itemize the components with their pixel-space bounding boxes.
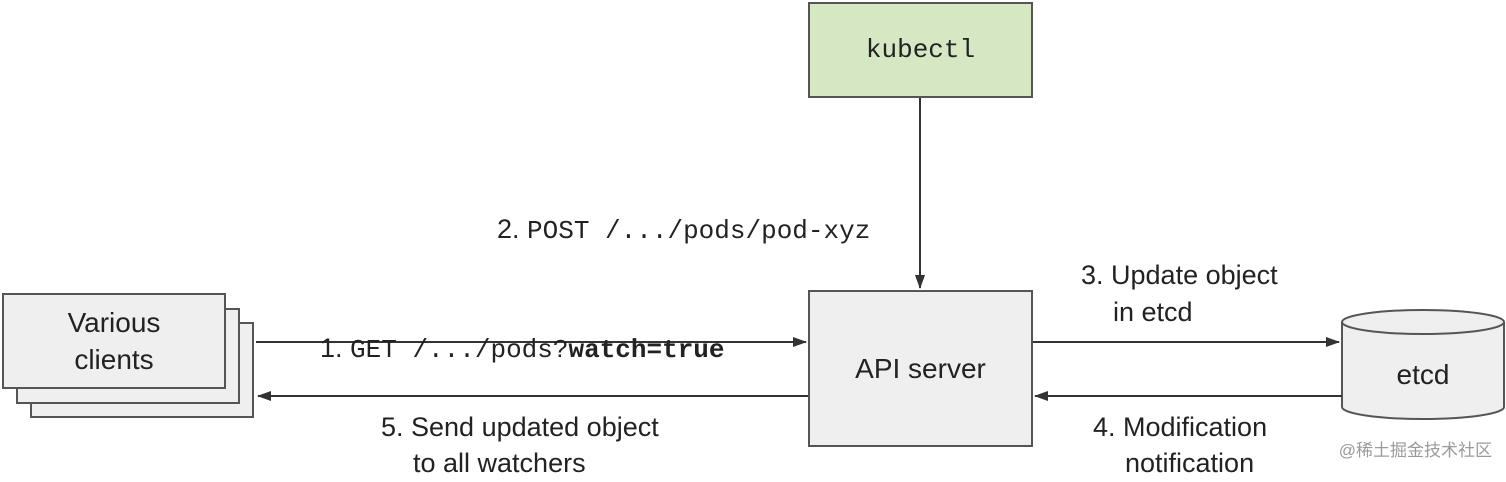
api-server-label: API server bbox=[855, 353, 986, 384]
step-5-line-2: to all watchers bbox=[413, 448, 586, 478]
clients-line-1: Various bbox=[67, 307, 161, 338]
step-2-number: 2. bbox=[497, 214, 528, 244]
clients-line-2: clients bbox=[74, 344, 154, 375]
step-2-label: 2. POST /.../pods/pod-xyz bbox=[482, 174, 870, 250]
step-4-line-2: notification bbox=[1125, 448, 1255, 478]
etcd-label: etcd bbox=[1396, 359, 1450, 390]
step-1-watch-param: watch=true bbox=[568, 335, 725, 365]
etcd-cylinder bbox=[1341, 309, 1505, 420]
kubectl-box: kubectl bbox=[808, 2, 1033, 98]
kubectl-label: kubectl bbox=[865, 35, 976, 65]
step-1-number: 1. bbox=[320, 333, 351, 363]
various-clients-box: Various clients bbox=[2, 293, 226, 389]
api-server-box: API server bbox=[808, 290, 1033, 447]
step-3-line-1: 3. Update object bbox=[1081, 260, 1278, 290]
step-2-request: POST /.../pods/pod-xyz bbox=[527, 216, 871, 246]
watermark: @稀土掘金技术社区 bbox=[1338, 441, 1492, 460]
step-5-line-1: 5. Send updated object bbox=[381, 412, 659, 442]
step-4-line-1: 4. Modification bbox=[1093, 412, 1268, 442]
step-1-request: GET /.../pods? bbox=[350, 335, 569, 365]
step-1-label: 1. GET /.../pods?watch=true bbox=[305, 293, 725, 369]
step-3-line-2: in etcd bbox=[1113, 297, 1193, 327]
